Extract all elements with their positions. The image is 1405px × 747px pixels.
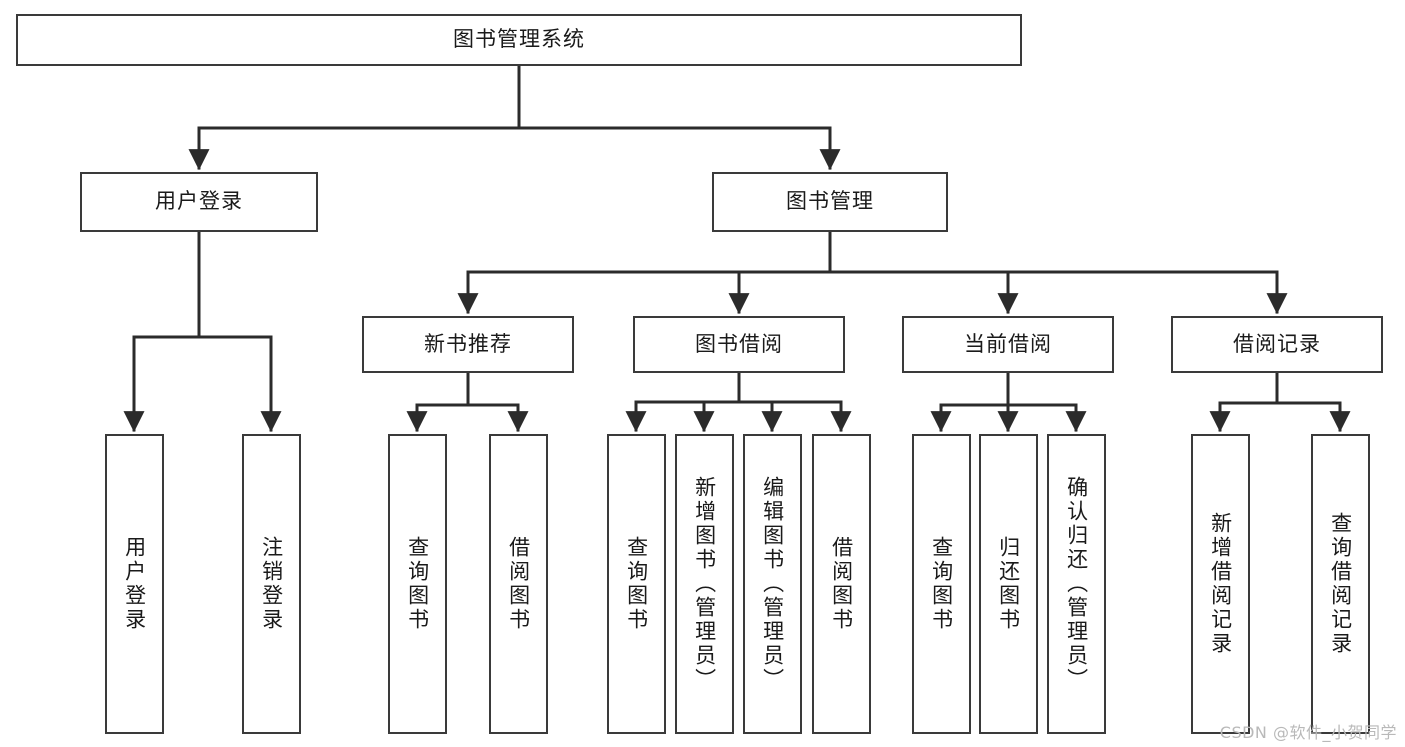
leaf-borrow-record-query-record[interactable]: 查询借阅记录 [1311,434,1370,734]
node-label: 新书推荐 [424,331,512,356]
node-label: 查询图书 [929,536,954,632]
node-label: 图书借阅 [695,331,783,356]
leaf-new-book-query-book[interactable]: 查询图书 [388,434,447,734]
leaf-current-borrow-confirm-return-admin[interactable]: 确认归还（管理员） [1047,434,1106,734]
leaf-borrow-record-add-record[interactable]: 新增借阅记录 [1191,434,1250,734]
node-label: 查询图书 [624,536,649,632]
node-borrowing-record[interactable]: 借阅记录 [1171,316,1383,373]
node-label: 借阅图书 [506,536,531,632]
leaf-current-borrow-query-book[interactable]: 查询图书 [912,434,971,734]
node-label: 借阅记录 [1233,331,1321,356]
node-label: 借阅图书 [829,536,854,632]
leaf-user-login-logout[interactable]: 注销登录 [242,434,301,734]
node-book-management[interactable]: 图书管理 [712,172,948,232]
node-label: 归还图书 [996,536,1021,632]
node-label: 注销登录 [259,536,284,632]
leaf-user-login-login[interactable]: 用户登录 [105,434,164,734]
csdn-watermark: CSDN @软件_小贺同学 [1219,723,1397,742]
leaf-book-borrow-add-book-admin[interactable]: 新增图书（管理员） [675,434,734,734]
node-label: 查询借阅记录 [1328,512,1353,656]
node-label: 图书管理系统 [453,27,585,52]
node-user-login[interactable]: 用户登录 [80,172,318,232]
node-new-book-recommendation[interactable]: 新书推荐 [362,316,574,373]
node-label: 用户登录 [122,536,147,632]
node-label: 新增借阅记录 [1208,512,1233,656]
node-label: 图书管理 [786,189,874,214]
node-label: 新增图书（管理员） [692,476,717,692]
leaf-book-borrow-query-book[interactable]: 查询图书 [607,434,666,734]
node-current-borrowing[interactable]: 当前借阅 [902,316,1114,373]
leaf-current-borrow-return-book[interactable]: 归还图书 [979,434,1038,734]
leaf-book-borrow-borrow-book[interactable]: 借阅图书 [812,434,871,734]
node-label: 编辑图书（管理员） [760,476,785,692]
leaf-book-borrow-edit-book-admin[interactable]: 编辑图书（管理员） [743,434,802,734]
node-label: 当前借阅 [964,331,1052,356]
node-label: 确认归还（管理员） [1064,476,1089,692]
node-book-borrowing[interactable]: 图书借阅 [633,316,845,373]
node-label: 查询图书 [405,536,430,632]
node-root-book-management-system[interactable]: 图书管理系统 [16,14,1022,66]
node-label: 用户登录 [155,189,243,214]
leaf-new-book-borrow-book[interactable]: 借阅图书 [489,434,548,734]
